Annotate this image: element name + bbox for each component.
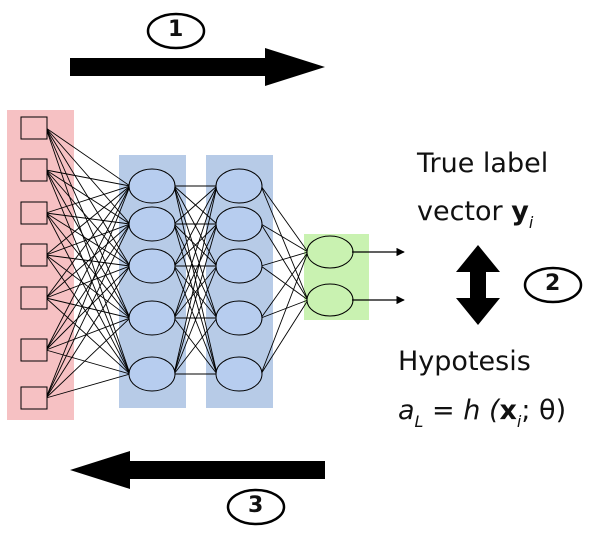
input-unit [20, 286, 48, 310]
connection-in-h1 [45, 185, 131, 256]
connection-h2-out [260, 185, 309, 301]
hypothesis-tail: ; θ) [521, 395, 567, 426]
connection-in-h1 [45, 265, 131, 299]
connection-h2-out [260, 299, 309, 375]
connection-in-h1 [45, 169, 131, 319]
connection-in-h1 [45, 127, 131, 225]
connection-in-h1 [45, 223, 131, 399]
step-1-label: 1 [168, 17, 184, 42]
connection-in-h1 [45, 265, 131, 351]
connection-in-h1 [45, 185, 131, 351]
connection-in-h1 [45, 223, 131, 256]
true-label-line2: vector yi [417, 196, 533, 232]
connection-in-h1 [45, 349, 131, 375]
input-unit [20, 338, 48, 362]
connection-in-h1 [45, 127, 131, 375]
connection-h1-h2 [173, 223, 218, 267]
hidden-1-neuron [128, 300, 176, 336]
input-unit [20, 201, 48, 225]
output-neuron [306, 283, 354, 317]
connection-in-h1 [45, 169, 131, 267]
hidden-2-neuron [215, 248, 263, 284]
connection-h2-out [260, 185, 309, 253]
hidden-2-neuron [215, 356, 263, 392]
compare-arrow [456, 245, 500, 325]
connection-h1-h2 [173, 265, 218, 375]
connections [45, 127, 309, 399]
connection-h1-h2 [173, 317, 218, 375]
connection-in-h1 [45, 223, 131, 299]
true-label-symbol: y [511, 196, 529, 227]
connection-in-h1 [45, 185, 131, 214]
connection-in-h1 [45, 185, 131, 299]
step-1-circle [146, 12, 206, 50]
backward-arrow [70, 451, 325, 489]
true-label-prefix: vector [417, 196, 512, 227]
connection-h1-h2 [173, 185, 218, 375]
hypothesis-a-sub: L [414, 412, 424, 431]
hidden-2-neuron [215, 168, 263, 204]
hypothesis-a: a [398, 395, 415, 426]
hypothesis-equation: aL = h (xi; θ) [398, 395, 567, 431]
step-3-label: 3 [248, 493, 264, 518]
connection-in-h1 [45, 223, 131, 351]
connection-in-h1 [45, 317, 131, 351]
connection-h1-h2 [173, 223, 218, 375]
connection-in-h1 [45, 265, 131, 399]
connection-in-h1 [45, 212, 131, 375]
connection-in-h1 [45, 127, 131, 187]
connection-in-h1 [45, 169, 131, 225]
hidden-1-neuron [128, 168, 176, 204]
connection-h1-h2 [173, 185, 218, 225]
output-neuron [306, 235, 354, 269]
connection-h1-h2 [173, 185, 218, 267]
connection-in-h1 [45, 127, 131, 319]
connection-in-h1 [45, 169, 131, 375]
connection-in-h1 [45, 185, 131, 399]
hypothesis-title: Hypotesis [398, 346, 531, 377]
hidden-1-neuron [128, 206, 176, 242]
connection-h1-h2 [173, 223, 218, 319]
step-2-circle [523, 266, 583, 304]
hidden-2-neuron [215, 300, 263, 336]
hidden-1-neuron [128, 248, 176, 284]
step-2-label: 2 [545, 271, 561, 296]
connection-in-h1 [45, 317, 131, 399]
connection-h2-out [260, 265, 309, 301]
true-label-subscript: i [528, 213, 534, 232]
connection-h2-out [260, 251, 309, 267]
connection-h1-h2 [173, 265, 218, 319]
forward-arrow [70, 48, 325, 86]
connection-in-h1 [45, 373, 131, 399]
connection-h2-out [260, 299, 309, 319]
input-unit [20, 158, 48, 182]
hypothesis-x-sub: i [516, 412, 522, 431]
connection-in-h1 [45, 212, 131, 319]
connection-h2-out [260, 223, 309, 301]
hidden-1-neuron [128, 356, 176, 392]
hidden-2-neuron [215, 206, 263, 242]
input-unit [20, 243, 48, 267]
true-label-line1: True label [417, 148, 549, 179]
nodes [20, 116, 354, 410]
input-unit [20, 116, 48, 140]
connection-h2-out [260, 251, 309, 375]
connection-h2-out [260, 251, 309, 319]
hypothesis-h: = h ( [423, 395, 500, 426]
input-unit [20, 386, 48, 410]
connection-h2-out [260, 223, 309, 253]
hypothesis-x: x [499, 395, 517, 426]
connection-in-h1 [45, 254, 131, 375]
connection-h1-h2 [173, 185, 218, 319]
connection-in-h1 [45, 169, 131, 187]
step-3-circle [226, 488, 286, 526]
connection-in-h1 [45, 297, 131, 375]
